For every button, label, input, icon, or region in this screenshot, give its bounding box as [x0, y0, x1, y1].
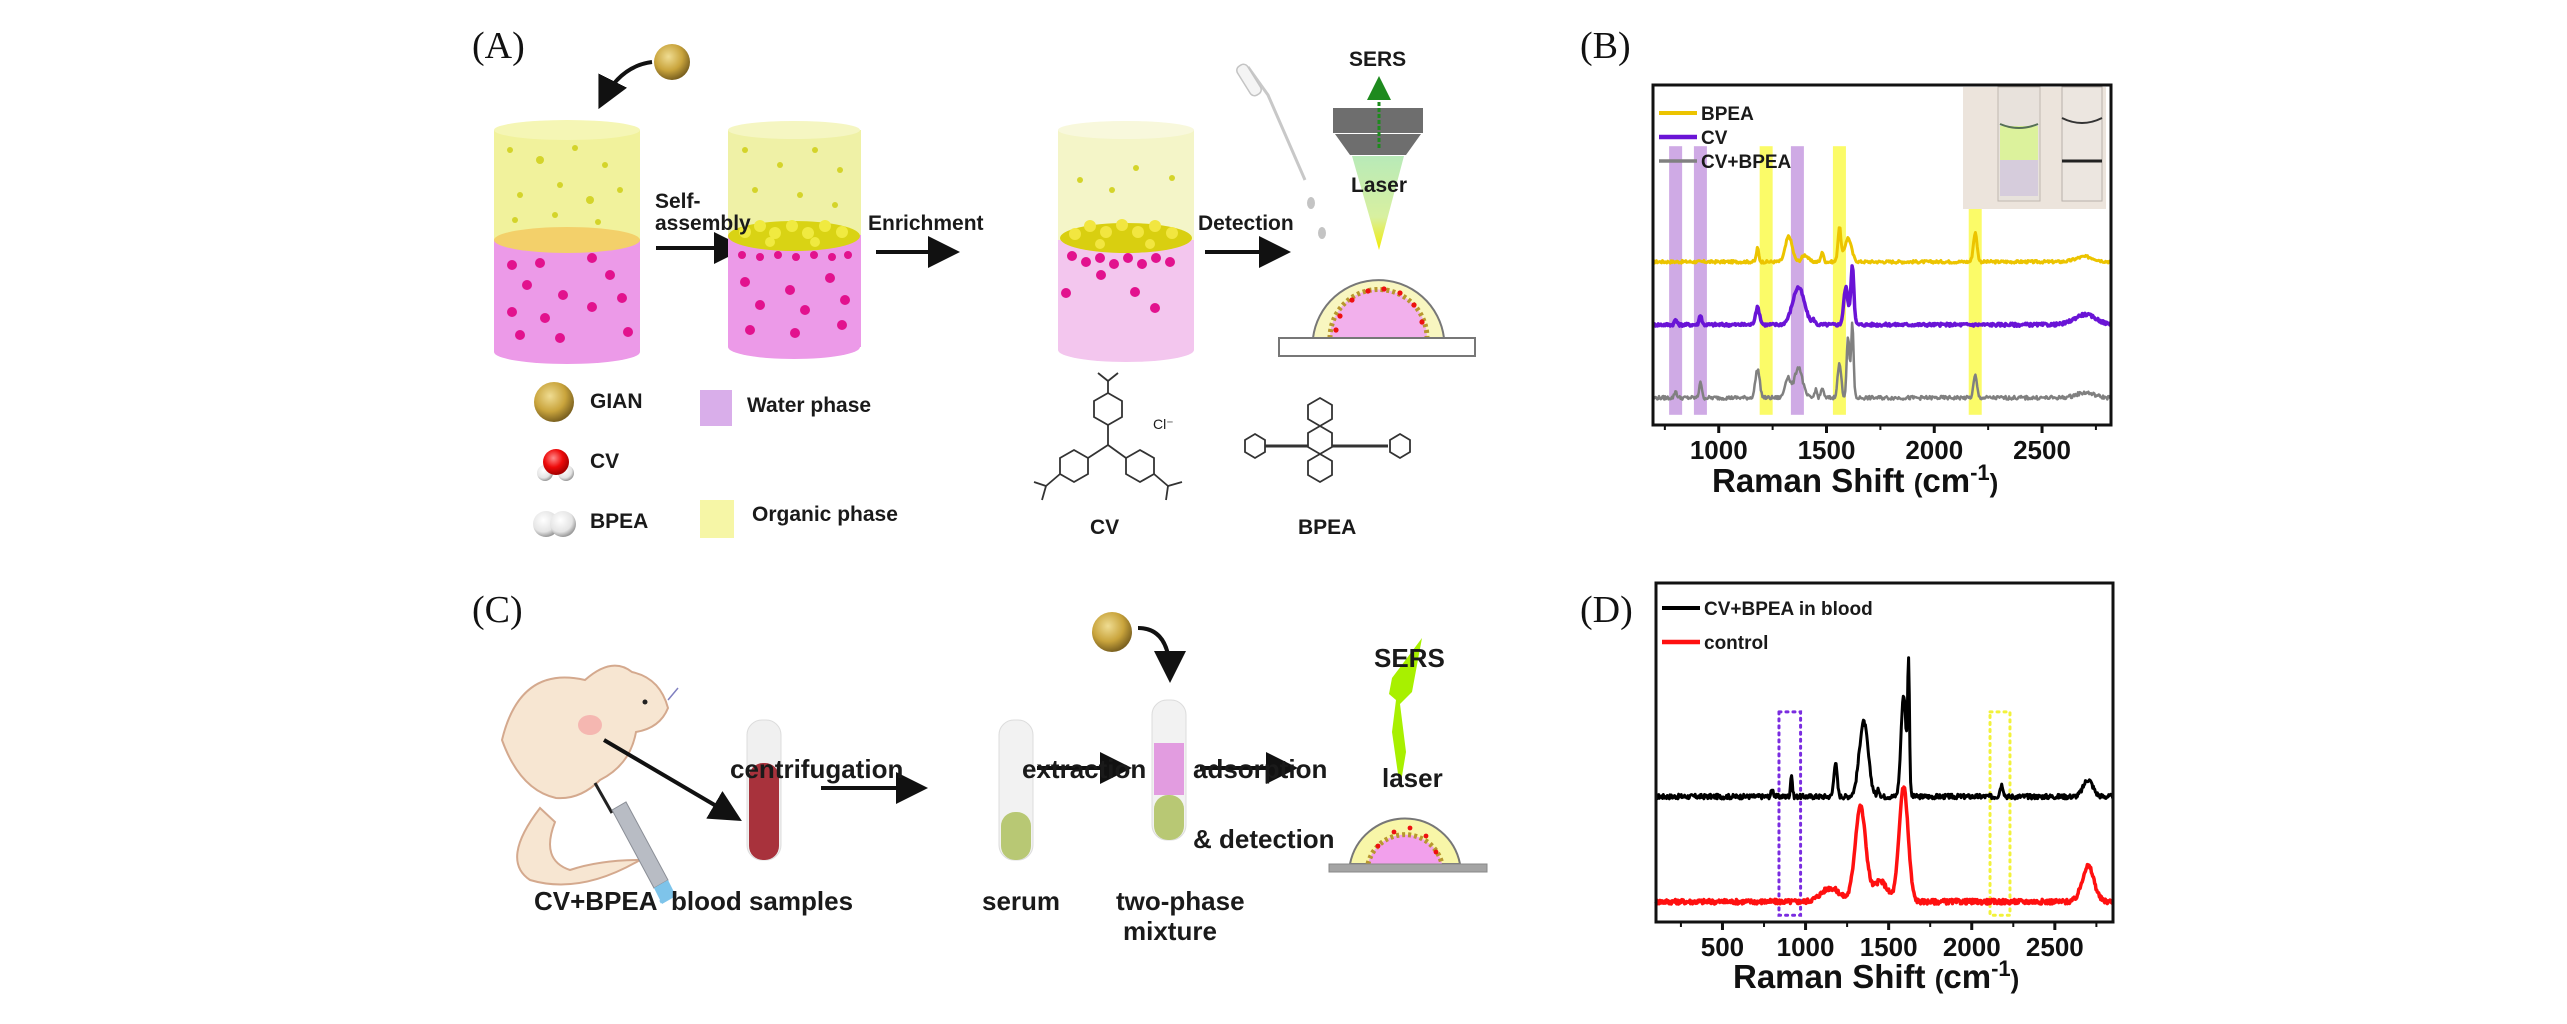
cv-structure-icon — [1033, 372, 1183, 501]
step-adsorption: adsorption — [1193, 754, 1328, 784]
caption-cv-bpea: CV+BPEA — [534, 886, 658, 916]
chart-b-xlabel: Raman Shift (cm-1) — [1712, 460, 1999, 499]
droplet-substrate-icon — [1278, 279, 1476, 357]
xlabel-exp: -1 — [1970, 460, 1990, 485]
panel-label-b: (B) — [1580, 25, 1631, 67]
x-tick-label: 2000 — [1905, 435, 1963, 465]
panel-label-d: (D) — [1580, 589, 1633, 631]
xlabel-text: Raman Shift — [1712, 462, 1905, 499]
series-line-control — [1654, 785, 2115, 906]
step-label-enrichment: Enrichment — [868, 212, 984, 235]
bpea-structure-icon — [1244, 396, 1411, 484]
xlabel-unit: cm — [1922, 462, 1971, 499]
highlight-box-purple — [1777, 710, 1803, 917]
gian-drop-arrow — [1137, 626, 1186, 683]
caption-blood-samples: blood samples — [671, 886, 854, 916]
legend-label: CV — [1701, 128, 1728, 149]
panel-label-a: (A) — [472, 25, 525, 67]
caption-two-phase: two-phase — [1116, 886, 1245, 916]
highlight-band-yellow — [1832, 146, 1846, 415]
legend-label-bpea: BPEA — [590, 510, 649, 533]
syringe-icon — [593, 782, 676, 904]
cylinder-enriched — [1058, 121, 1194, 362]
panel-a-schematic — [494, 44, 1476, 538]
legend-label: CV+BPEA — [1701, 152, 1792, 173]
plot-frame — [1654, 581, 2115, 924]
pipette-icon — [1236, 63, 1326, 239]
series-line-cv-bpea-in-blood — [1655, 656, 2115, 801]
series-line-cv-bpea — [1651, 321, 2112, 401]
gian-particle-c-icon — [1092, 612, 1132, 652]
rat-to-tube-arrow — [602, 738, 742, 822]
highlight-band-purple — [1790, 146, 1804, 415]
laser-label-c: laser — [1382, 763, 1443, 793]
highlight-band-purple — [1693, 146, 1707, 415]
step-extraction: extraction — [1022, 754, 1147, 784]
laser-bolt-icon — [1389, 638, 1422, 788]
legend-label: CV+BPEA in blood — [1704, 599, 1873, 620]
structure-label-bpea: BPEA — [1298, 516, 1357, 539]
legend-label-organic: Organic phase — [752, 503, 898, 526]
plot-frame — [1651, 83, 2113, 427]
caption-serum: serum — [982, 886, 1061, 916]
legend-label: control — [1704, 633, 1768, 654]
x-tick-label: 1000 — [1690, 435, 1748, 465]
droplet-substrate-c-icon — [1328, 817, 1488, 873]
x-tick-label: 2500 — [2026, 932, 2084, 962]
drop-arrow — [598, 60, 653, 110]
x-tick-label: 1000 — [1777, 932, 1835, 962]
legend-label-water: Water phase — [747, 394, 872, 417]
step-label-detection: Detection — [1198, 212, 1294, 235]
legend-label: BPEA — [1701, 104, 1754, 125]
inset-vial-photo — [1963, 86, 2106, 209]
x-tick-label: 500 — [1701, 932, 1744, 962]
rat-icon — [500, 664, 679, 886]
legend-cv-icon — [537, 449, 574, 481]
cylinder-self-assembled — [728, 121, 861, 359]
chart-d-xlabel: Raman Shift (cm-1) — [1733, 956, 2020, 995]
xlabel-unit: cm — [1943, 958, 1992, 995]
laser-beam — [1352, 156, 1404, 250]
legend-organic-swatch — [700, 500, 734, 538]
legend-label-gian: GIAN — [590, 390, 643, 413]
legend-bpea-icon — [533, 511, 576, 537]
xlabel-text: Raman Shift — [1733, 958, 1926, 995]
highlight-band-purple — [1669, 146, 1683, 415]
gian-particle-icon — [654, 44, 690, 80]
sers-label-a: SERS — [1349, 48, 1407, 71]
step-centrifugation: centrifugation — [730, 754, 904, 784]
x-tick-label: 2000 — [1943, 932, 2001, 962]
legend-gian-icon — [534, 382, 574, 422]
step-label-self: Self- — [655, 190, 701, 213]
chart-b: 1000 1500 2000 2500 BPEA CV CV+BPEA — [1651, 83, 2113, 465]
legend-water-swatch — [700, 390, 732, 426]
step-label-assembly: assembly — [655, 212, 751, 235]
structure-label-cv: CV — [1090, 516, 1120, 539]
x-tick-label: 1500 — [1798, 435, 1856, 465]
blood-tube-icon — [746, 719, 782, 861]
cylinder-initial — [494, 120, 640, 364]
counter-ion-label: Cl⁻ — [1153, 416, 1174, 432]
panel-c-schematic — [500, 612, 1488, 904]
highlight-band-yellow — [1759, 146, 1773, 415]
x-tick-label: 1500 — [1860, 932, 1918, 962]
two-phase-tube-icon — [1151, 699, 1187, 841]
serum-tube-icon — [998, 719, 1034, 861]
series-line-cv — [1651, 264, 2113, 328]
x-tick-label: 2500 — [2013, 435, 2071, 465]
legend-label-cv: CV — [590, 450, 620, 473]
laser-label-a: Laser — [1351, 174, 1408, 197]
xlabel-exp: -1 — [1991, 956, 2011, 981]
sers-label-c: SERS — [1374, 643, 1445, 673]
highlight-band-yellow — [1968, 146, 1982, 415]
step-detection: & detection — [1193, 824, 1335, 854]
panel-label-c: (C) — [472, 589, 523, 631]
highlight-box-yellow — [1988, 710, 2012, 917]
caption-mixture: mixture — [1123, 916, 1217, 946]
series-line-bpea — [1652, 226, 2112, 265]
